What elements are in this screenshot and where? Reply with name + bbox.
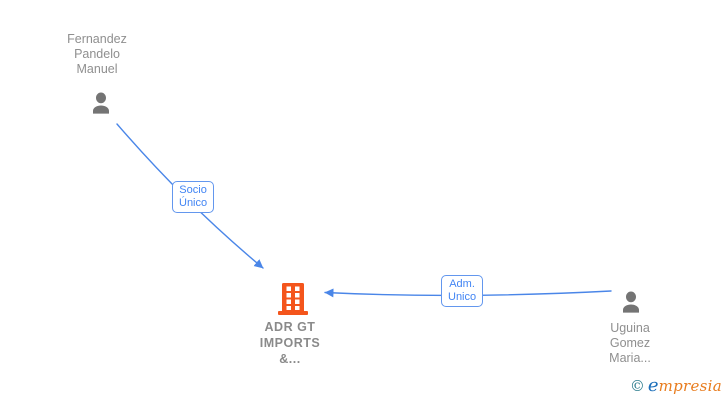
node-label-company[interactable]: ADR GT IMPORTS &... <box>230 319 350 367</box>
edge-label-line: Unico <box>448 291 477 303</box>
edge-label-line: Adm. <box>449 277 475 290</box>
person-name-line: Manuel <box>76 62 118 76</box>
copyright-icon: © <box>629 377 645 395</box>
edge-label-adm-unico: Adm. Unico <box>441 275 484 307</box>
node-label-person-right[interactable]: Uguina Gomez Maria... <box>570 321 690 366</box>
edge-label-line: Único <box>179 197 208 209</box>
edge-label-line: Socio <box>179 183 207 196</box>
person-icon[interactable] <box>616 287 646 317</box>
empresia-logo[interactable]: ©empresia <box>630 375 722 396</box>
person-icon[interactable] <box>86 88 116 118</box>
edge-label-socio-unico: Socio Único <box>172 181 215 213</box>
building-icon[interactable] <box>276 282 310 316</box>
person-name-line: Uguina <box>610 321 650 335</box>
node-label-person-top-left[interactable]: Fernandez Pandelo Manuel <box>37 32 157 77</box>
person-name-line: Maria... <box>609 351 651 365</box>
brand-initial: e <box>647 375 659 396</box>
person-name-line: Fernandez <box>67 32 127 46</box>
company-name-line: ADR GT <box>264 320 316 334</box>
person-name-line: Pandelo <box>74 47 120 61</box>
company-name-line: &... <box>279 352 301 366</box>
company-name-line: IMPORTS <box>259 336 321 350</box>
person-name-line: Gomez <box>609 336 651 350</box>
brand-text: mpresia <box>658 377 722 395</box>
